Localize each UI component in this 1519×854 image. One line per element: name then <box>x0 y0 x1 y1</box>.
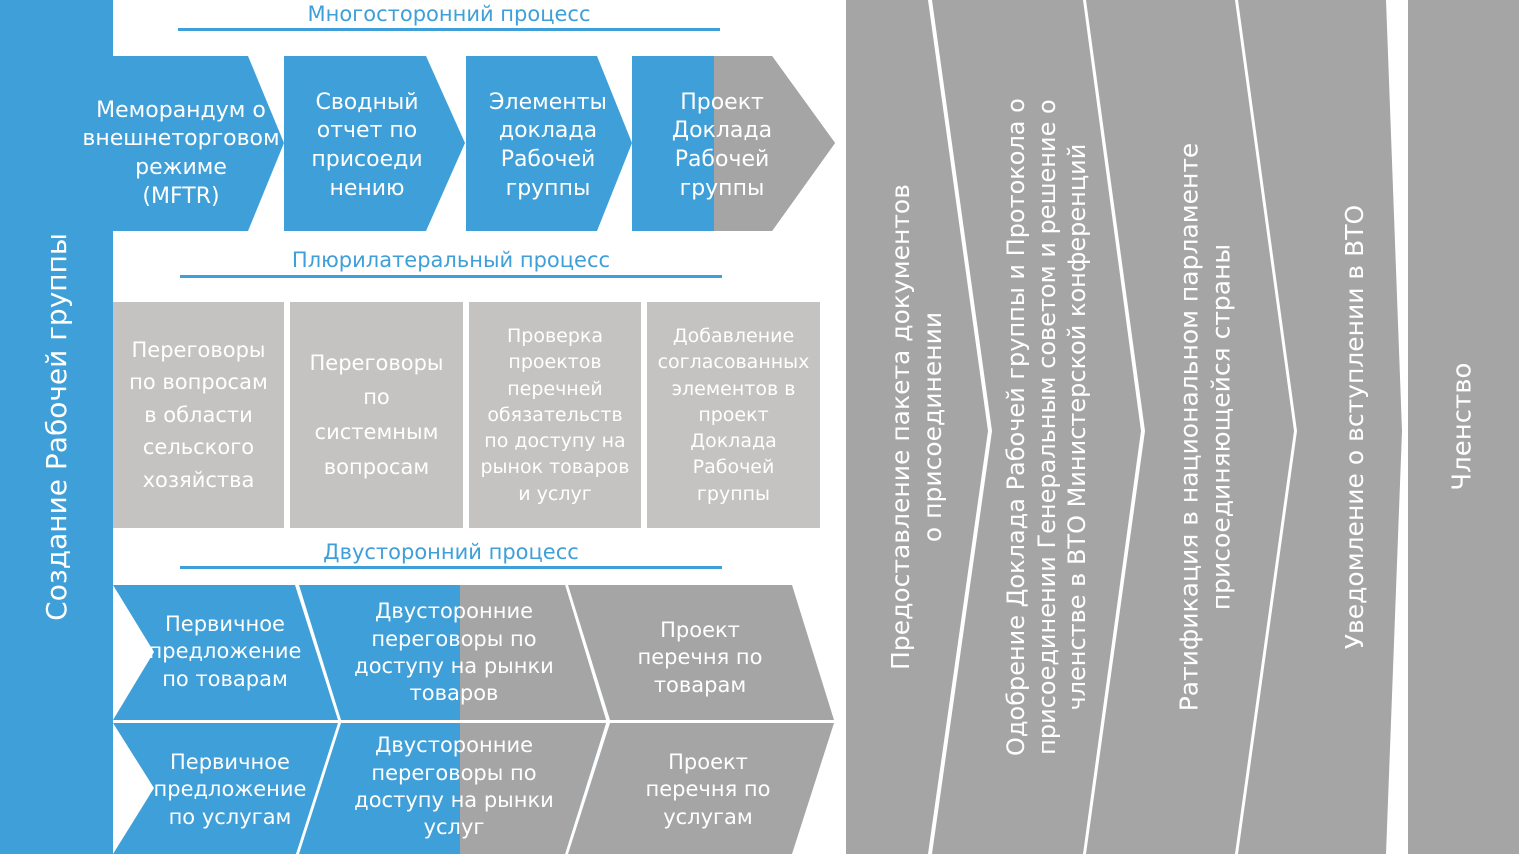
plurilateral-box-3: Проверка проектов перечней обязательств … <box>480 325 630 505</box>
bilateral-goods-2-gray-overlay <box>460 585 606 720</box>
left-column-label: Создание Рабочей группы <box>39 233 73 621</box>
bilateral-services-2-gray-overlay <box>460 723 606 854</box>
multilateral-step-3-shape <box>466 56 632 231</box>
plurilateral-box-1-shape <box>113 302 284 528</box>
plurilateral-box-4-shape <box>647 302 820 528</box>
left-column-bar <box>0 0 113 854</box>
final-stage-3-label: Ратификация в национальном парламенте пр… <box>1174 142 1235 712</box>
bilateral-goods-2: Двусторонние переговоры по доступу на ры… <box>354 599 554 706</box>
multilateral-step-3: Элементы доклада Рабочей группы <box>489 89 607 201</box>
final-stage-1-shape <box>846 0 988 854</box>
bilateral-goods-3-shape <box>568 585 834 720</box>
bilateral-services-3: Проект перечня по услугам <box>645 750 771 829</box>
plurilateral-box-2-shape <box>290 302 463 528</box>
multilateral-step-4: Проект Доклада Рабочей группы <box>671 89 773 201</box>
bilateral-goods-1-shape <box>113 585 338 720</box>
multilateral-step-1-shape <box>113 56 284 231</box>
multilateral-step-2-shape <box>284 56 465 231</box>
bilateral-goods-1: Первичное предложение по товарам <box>148 612 302 691</box>
final-stage-2-label: Одобрение Доклада Рабочей группы и Прото… <box>1001 98 1092 756</box>
bilateral-services-3-shape <box>568 723 834 854</box>
bilateral-services-1: Первичное предложение по услугам <box>153 750 307 829</box>
final-stage-5: Членство <box>1408 0 1519 854</box>
plurilateral-box-1: Переговоры по вопросам в области сельско… <box>129 337 268 492</box>
bilateral-header-rule <box>180 566 722 569</box>
final-stage-4: Уведомление о вступлении в ВТО <box>1300 0 1410 854</box>
bilateral-services-2: Двусторонние переговоры по доступу на ры… <box>354 733 554 840</box>
final-stage-5-shape <box>1408 0 1519 854</box>
final-stage-4-label: Уведомление о вступлении в ВТО <box>1340 204 1370 650</box>
bilateral-services-1-shape <box>113 723 338 854</box>
bilateral-header: Двусторонний процесс <box>323 540 579 564</box>
final-stage-1: Предоставление пакета документов о присо… <box>862 0 972 854</box>
multilateral-step-1: Меморандум о внешнеторговом режиме (MFTR… <box>82 97 280 209</box>
multilateral-step-4-gray-overlay <box>714 56 835 231</box>
multilateral-header: Многосторонний процесс <box>307 2 591 26</box>
multilateral-header-rule <box>178 28 720 31</box>
plurilateral-box-2: Переговоры по системным вопросам <box>309 350 444 479</box>
plurilateral-box-4: Добавление согласованных элементов в про… <box>657 325 810 505</box>
bilateral-goods-3: Проект перечня по товарам <box>637 618 763 697</box>
final-stage-4-shape <box>1238 0 1402 854</box>
final-stage-5-label: Членство <box>1447 362 1478 492</box>
plurilateral-header: Плюрилатеральный процесс <box>291 248 611 272</box>
final-stage-2: Одобрение Доклада Рабочей группы и Прото… <box>982 0 1112 854</box>
final-stage-2-shape <box>932 0 1141 854</box>
plurilateral-header-rule <box>180 275 722 278</box>
multilateral-step-2: Сводный отчет по присоеди нению <box>311 89 423 201</box>
final-stage-3: Ратификация в национальном парламенте пр… <box>1145 0 1265 854</box>
final-stage-1-label: Предоставление пакета документов о присо… <box>886 184 947 670</box>
final-stage-3-shape <box>1086 0 1294 854</box>
plurilateral-box-3-shape <box>469 302 641 528</box>
